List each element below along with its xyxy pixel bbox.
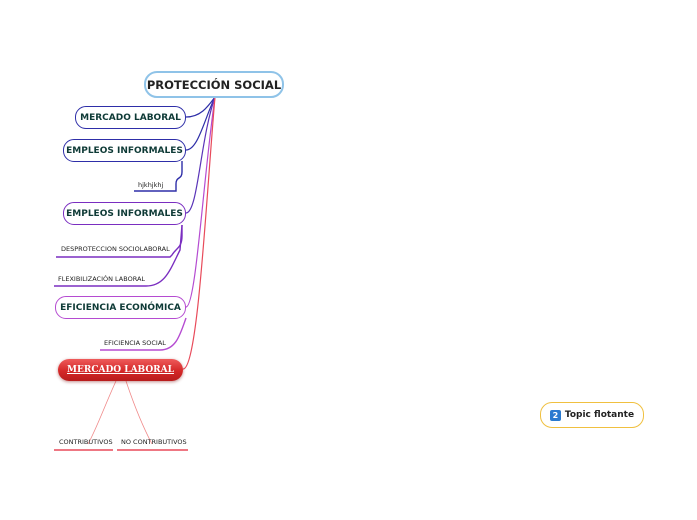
number-badge-icon: 2 [549, 409, 561, 421]
floating-topic[interactable]: 2 Topic flotante [540, 402, 644, 428]
topic-empleos-informales-1[interactable]: EMPLEOS INFORMALES [63, 139, 186, 162]
link-mercado-laboral [185, 96, 216, 118]
link-empleos-informales-1 [185, 96, 216, 151]
topic-mercado-laboral[interactable]: MERCADO LABORAL [75, 106, 186, 129]
subtopic-hjkhjkhj[interactable]: hjkhjkhj [138, 181, 164, 189]
link-desproteccion [56, 225, 183, 258]
link-eficiencia-economica [185, 96, 216, 308]
subtopic-contributivos[interactable]: CONTRIBUTIVOS [59, 438, 113, 446]
subtopic-no-contributivos[interactable]: NO CONTRIBUTIVOS [121, 438, 187, 446]
link-hjkhjkhj [134, 161, 183, 192]
subtopic-flexibilizacion-laboral[interactable]: FLEXIBILIZACIÓN LABORAL [58, 275, 146, 283]
link-empleos-informales-2 [185, 96, 216, 214]
topic-empleos-informales-2[interactable]: EMPLEOS INFORMALES [63, 202, 186, 225]
link-contributivos [87, 380, 117, 445]
link-mercado-laboral-red [182, 96, 216, 370]
link-flexibilizacion [54, 224, 183, 287]
subtopic-desproteccion-sociolaboral[interactable]: DESPROTECCION SOCIOLABORAL [61, 245, 170, 253]
root-topic-proteccion-social[interactable]: PROTECCIÓN SOCIAL [144, 71, 284, 98]
floating-topic-label: Topic flotante [564, 410, 635, 420]
subtopic-eficiencia-social[interactable]: EFICIENCIA SOCIAL [104, 339, 166, 347]
topic-mercado-laboral-red[interactable]: MERCADO LABORAL [58, 359, 183, 381]
link-eficiencia-social [100, 317, 187, 351]
topic-eficiencia-economica[interactable]: EFICIENCIA ECONÓMICA [55, 296, 186, 319]
link-no-contributivos [125, 380, 153, 445]
